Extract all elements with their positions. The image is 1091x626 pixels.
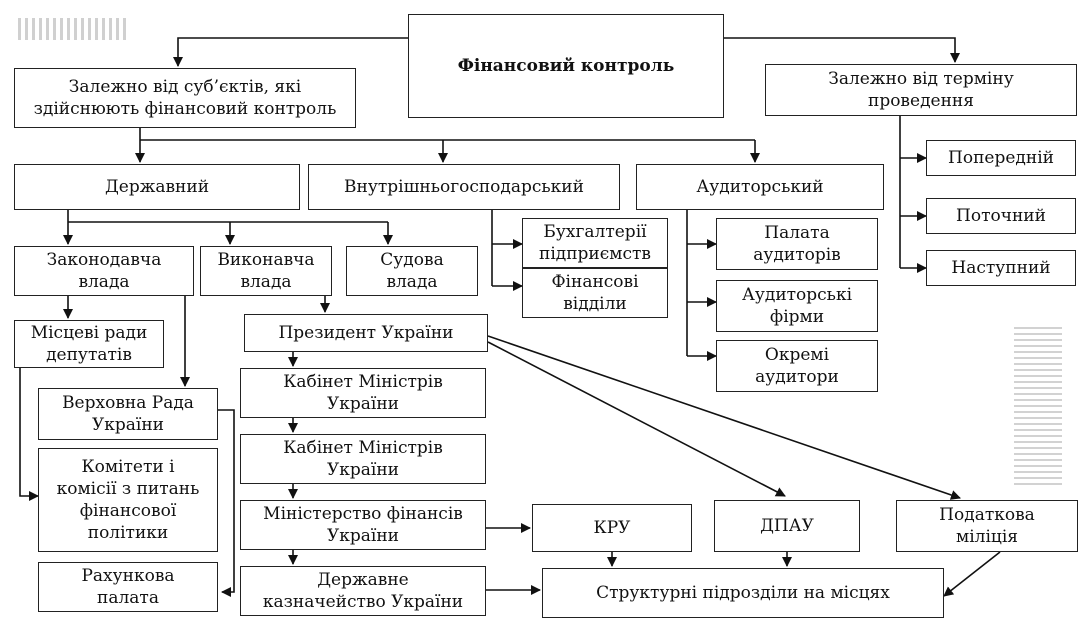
- audit-firms: Аудиторські фірми: [716, 280, 878, 332]
- accounting-chamber: Рахункова палата: [38, 562, 218, 612]
- power-legislative: Законодавча влада: [14, 246, 194, 296]
- scan-mark-top-left: [18, 18, 128, 40]
- kru: КРУ: [532, 504, 692, 552]
- by-subject-classification: Залежно від суб’єктів, які здійснюють фі…: [14, 68, 356, 128]
- audit-individual-auditors: Окремі аудитори: [716, 340, 878, 392]
- power-executive: Виконавча влада: [200, 246, 332, 296]
- state-treasury: Державне казначейство України: [240, 566, 486, 616]
- term-subsequent: Наступний: [926, 250, 1076, 286]
- internal-enterprise-accounting: Бухгалтерії підприємств: [522, 218, 668, 268]
- power-judicial: Судова влада: [346, 246, 478, 296]
- verkhovna-rada: Верховна Рада України: [38, 388, 218, 440]
- tax-police: Податкова міліція: [896, 500, 1078, 552]
- by-term-classification: Залежно від терміну проведення: [765, 64, 1077, 116]
- president-of-ukraine: Президент України: [244, 314, 488, 352]
- local-structural-units: Структурні підрозділи на місцях: [542, 568, 944, 618]
- type-internal: Внутрішньогосподарський: [308, 164, 620, 210]
- term-current: Поточний: [926, 198, 1076, 234]
- root-financial-control: Фінансовий контроль: [408, 14, 724, 118]
- cabinet-of-ministers-1: Кабінет Міністрів України: [240, 368, 486, 418]
- type-audit: Аудиторський: [636, 164, 884, 210]
- term-preliminary: Попередній: [926, 140, 1076, 176]
- scan-mark-right-edge: [1014, 325, 1062, 485]
- dpau: ДПАУ: [714, 500, 860, 552]
- audit-chamber-of-auditors: Палата аудиторів: [716, 218, 878, 270]
- cabinet-of-ministers-2: Кабінет Міністрів України: [240, 434, 486, 484]
- ministry-of-finance: Міністерство фінансів України: [240, 500, 486, 550]
- internal-finance-departments: Фінансові відділи: [522, 268, 668, 318]
- finance-policy-committees: Комітети і комісії з питань фінансової п…: [38, 448, 218, 552]
- local-councils-of-deputies: Місцеві ради депутатів: [14, 320, 164, 368]
- type-state: Державний: [14, 164, 300, 210]
